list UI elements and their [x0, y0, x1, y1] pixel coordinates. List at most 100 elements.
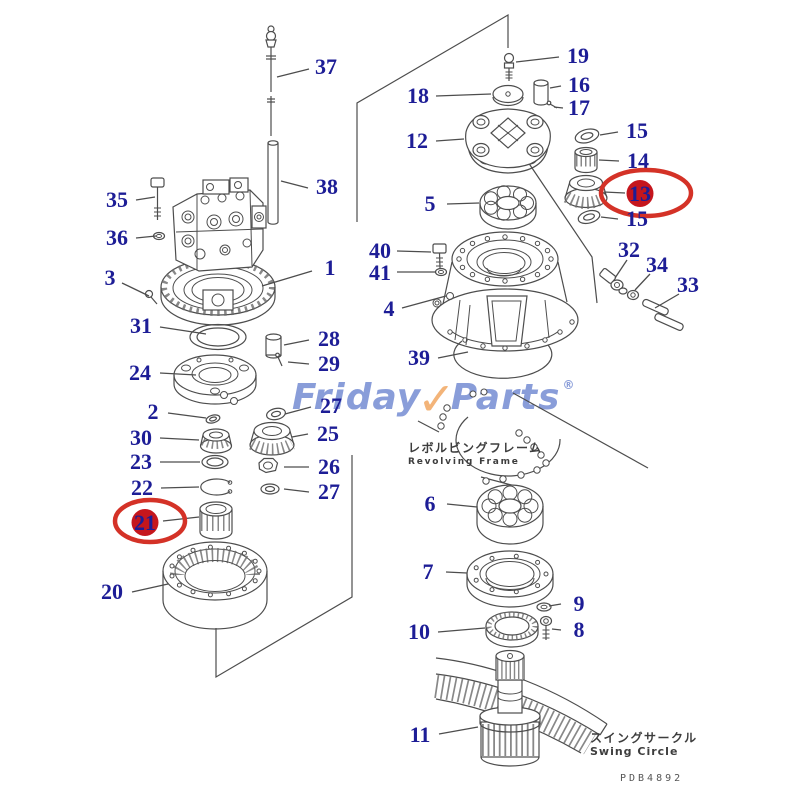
leader-line-30 [159, 437, 200, 441]
part-15a-washer [574, 128, 600, 144]
part-4-swing-machinery-case [431, 231, 579, 352]
part-label-29: 29 [318, 351, 340, 376]
leader-line-10 [437, 627, 486, 633]
highlight-disc-13 [626, 180, 654, 207]
part-label-group-8: 8 [551, 617, 585, 642]
part-label-10: 10 [408, 619, 430, 644]
part-32-fitting [599, 267, 628, 295]
part-35-bolt [150, 177, 165, 220]
leader-line-38 [280, 180, 309, 189]
part-label-23: 23 [130, 449, 152, 474]
part-label-group-41: 41 [369, 260, 435, 285]
part-37-grease-fitting-rod [265, 25, 277, 136]
fridayparts-watermark: Friday✓Parts® [292, 376, 575, 422]
leader-line-3 [121, 282, 150, 297]
part-label-6: 6 [425, 491, 436, 516]
leader-line-15b [600, 216, 619, 220]
leader-line-37 [276, 68, 310, 78]
part-12-coupling [465, 108, 551, 174]
leader-line-9 [548, 603, 562, 607]
leader-line-22 [160, 486, 200, 489]
part-label-33: 33 [677, 272, 699, 297]
part-label-8: 8 [574, 617, 585, 642]
part-38-pipe [267, 140, 279, 225]
part-label-7: 7 [423, 559, 434, 584]
part-label-15a: 15 [626, 118, 648, 143]
part-11-pinion-shaft [479, 649, 541, 767]
part-label-group-13: 13 [598, 167, 694, 219]
part-label-group-15b: 15 [600, 206, 648, 231]
leader-line-40 [396, 250, 432, 253]
part-label-group-35: 35 [106, 187, 156, 212]
leader-line-24 [159, 372, 197, 376]
part-label-12: 12 [406, 128, 428, 153]
part-label-11: 11 [410, 722, 431, 747]
part-label-27a: 27 [320, 393, 342, 418]
part-label-group-40: 40 [369, 238, 432, 263]
drawing-code: PDB4892 [620, 773, 683, 784]
part-label-group-20: 20 [101, 579, 169, 604]
part-label-20: 20 [101, 579, 123, 604]
part-17-spring-pin [546, 100, 558, 109]
part-label-4: 4 [384, 296, 395, 321]
part-label-19: 19 [567, 43, 589, 68]
leader-line-15a [599, 131, 619, 136]
part-31-oring [189, 323, 247, 351]
leader-line-25 [291, 433, 309, 438]
part-label-group-10: 10 [408, 619, 486, 644]
part-label-21: 21 [134, 510, 156, 535]
part-26-nut [258, 457, 279, 474]
leader-line-13 [603, 191, 626, 194]
part-label-1: 1 [325, 255, 336, 280]
leader-line-21 [162, 516, 200, 522]
part-34-nut [626, 289, 640, 301]
part-3-bolt [144, 289, 158, 305]
part-label-group-18: 18 [407, 83, 492, 108]
part-15b-washer [577, 209, 601, 225]
part-label-25: 25 [317, 421, 339, 446]
leader-line-18 [435, 93, 492, 97]
part-label-28: 28 [318, 326, 340, 351]
highlight-disc-21 [131, 509, 159, 536]
highlight-ellipse-13 [598, 167, 694, 219]
part-label-group-5: 5 [425, 191, 480, 216]
part-label-group-29: 29 [287, 351, 340, 376]
part-label-group-21: 21 [112, 497, 200, 545]
part-label-group-15a: 15 [599, 118, 648, 143]
part-label-38: 38 [316, 174, 338, 199]
leader-line-8 [551, 628, 562, 631]
leader-line-32 [614, 259, 628, 279]
leader-line-14 [598, 159, 620, 162]
leader-line-2 [167, 412, 207, 419]
part-label-group-24: 24 [129, 360, 197, 385]
leader-line-19 [515, 56, 560, 63]
part-label-group-16: 16 [549, 72, 590, 97]
part-30-bearing [199, 428, 233, 454]
part-label-group-9: 9 [548, 591, 585, 616]
part-27b-washer [260, 483, 280, 495]
part-label-16: 16 [568, 72, 590, 97]
leader-line-1 [261, 270, 313, 287]
part-label-30: 30 [130, 425, 152, 450]
leader-line-16 [549, 85, 562, 89]
part-41-washer [434, 267, 448, 277]
part-label-14: 14 [627, 148, 649, 173]
part-label-35: 35 [106, 187, 128, 212]
part-label-group-25: 25 [291, 421, 339, 446]
part-label-32: 32 [618, 237, 640, 262]
part-29-spring-pin [275, 352, 283, 367]
part-label-15b: 15 [626, 206, 648, 231]
leader-line-28 [283, 339, 310, 346]
part-label-41: 41 [369, 260, 391, 285]
leader-line-6 [446, 503, 478, 508]
part-5-ball-bearing [479, 185, 537, 230]
part-7-race-ring [466, 550, 554, 608]
part-14-roller-cage [574, 146, 598, 174]
part-label-group-34: 34 [634, 252, 668, 291]
part-label-group-27a: 27 [284, 393, 342, 418]
part-19-bolt [503, 52, 515, 81]
part-18-disc-plate [492, 84, 524, 107]
assembly-axis-lines [215, 13, 598, 679]
part-label-group-31: 31 [130, 313, 207, 338]
part-label-3: 3 [105, 265, 116, 290]
